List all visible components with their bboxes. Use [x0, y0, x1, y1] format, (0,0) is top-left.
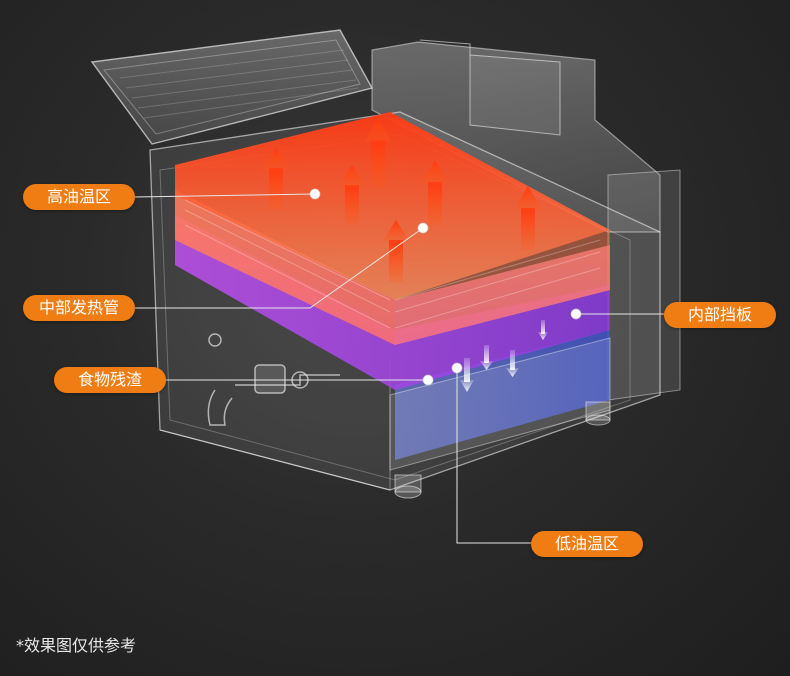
low-oil-zone — [395, 330, 610, 460]
settle-arrow-down-icon — [460, 358, 474, 392]
disclaimer-footnote: *效果图仅供参考 — [16, 636, 137, 655]
anchor-dot-high — [309, 188, 321, 200]
anchor-dot-residue — [422, 374, 434, 386]
leader-lines — [134, 193, 664, 544]
heat-arrow-up-icon — [364, 118, 392, 188]
high-oil-zone — [175, 112, 610, 300]
anchor-dot-baffle — [570, 308, 582, 320]
anchor-dot-mid — [417, 222, 429, 234]
fryer-lid — [90, 29, 374, 145]
callout-internal-baffle: 内部挡板 — [664, 302, 776, 328]
settle-arrow-down-icon — [480, 345, 493, 370]
callout-high-oil-zone: 高油温区 — [23, 184, 135, 210]
settle-arrows — [460, 320, 548, 392]
callout-low-oil-zone: 低油温区 — [531, 531, 643, 557]
heat-arrow-up-icon — [262, 148, 290, 210]
settle-arrow-down-icon — [506, 350, 519, 377]
heat-arrows — [262, 118, 542, 282]
fryer-basket — [184, 199, 601, 329]
anchor-dot-low — [451, 362, 463, 374]
heat-arrow-up-icon — [514, 186, 542, 250]
internal-baffle-zone — [175, 215, 610, 390]
heat-arrow-up-icon — [421, 160, 449, 226]
heat-arrow-up-icon — [338, 165, 366, 225]
settle-arrow-down-icon — [538, 320, 548, 340]
control-housing — [371, 39, 681, 401]
fryer-feet — [394, 401, 611, 499]
heating-tube-zone — [175, 190, 610, 345]
drain-valve — [207, 333, 340, 426]
callout-food-residue: 食物残渣 — [54, 367, 166, 393]
heat-arrow-up-icon — [382, 220, 410, 282]
anchor-dots — [309, 188, 582, 386]
callout-middle-heating-tube: 中部发热管 — [23, 295, 135, 321]
